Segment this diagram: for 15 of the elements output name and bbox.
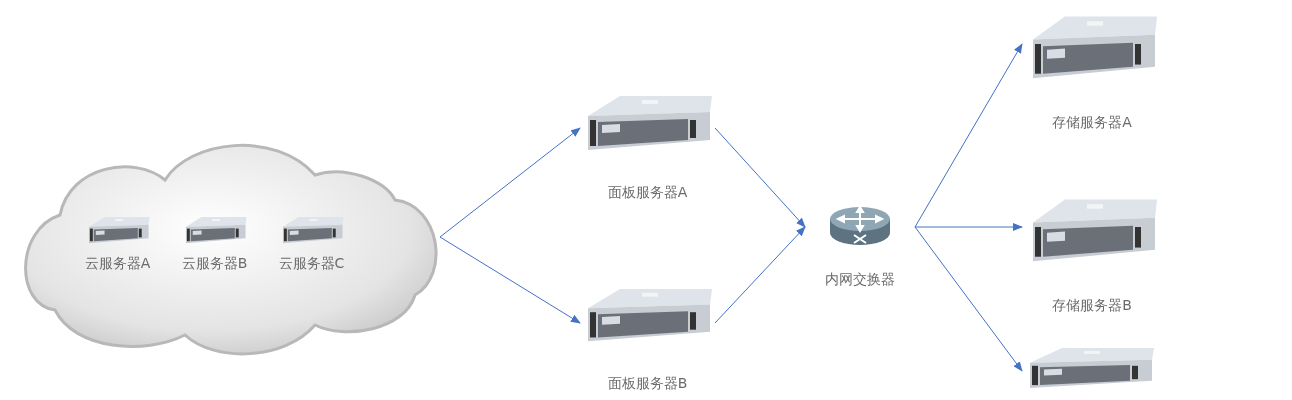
arrow <box>914 226 1023 372</box>
arrow <box>439 236 581 324</box>
server-label: 云服务器C <box>278 254 345 273</box>
server-label: 存储服务器B <box>1052 296 1132 315</box>
server-label: 内网交换器 <box>825 270 895 289</box>
arrow <box>914 43 1023 228</box>
arrow <box>714 226 806 324</box>
arrow <box>914 223 1023 231</box>
server-label: 存储服务器A <box>1052 113 1132 132</box>
arrow <box>714 127 806 228</box>
server-label: 云服务器A <box>84 254 151 273</box>
server-label: 云服务器B <box>181 254 248 273</box>
server-label: 面板服务器A <box>607 183 688 202</box>
arrow <box>439 127 581 238</box>
server-label: 面板服务器B <box>607 374 688 393</box>
